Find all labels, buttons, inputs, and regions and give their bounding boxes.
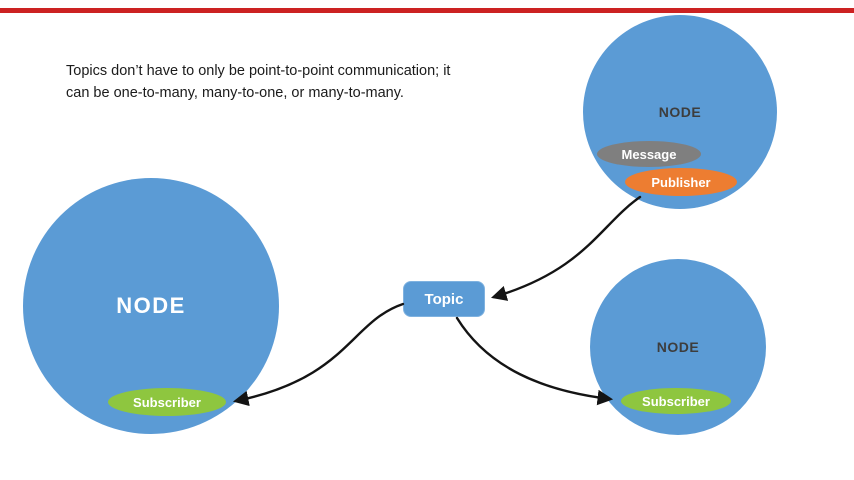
subscriber-label-right: Subscriber xyxy=(642,393,710,409)
caption-text: Topics don’t have to only be point-to-po… xyxy=(66,63,451,101)
publisher-pill: Publisher xyxy=(625,168,737,196)
subscriber-pill-left: Subscriber xyxy=(108,388,226,416)
topic-label: Topic xyxy=(424,290,464,308)
node-label-top-right: NODE xyxy=(658,104,702,120)
node-label-bottom-right: NODE xyxy=(656,339,700,355)
subscriber-label-left: Subscriber xyxy=(133,394,201,410)
publisher-label: Publisher xyxy=(651,174,711,190)
node-label-left: NODE xyxy=(116,293,186,318)
arrow-topic-to-right-subscriber xyxy=(455,316,614,406)
message-pill: Message xyxy=(597,141,701,167)
video-progress-bar xyxy=(0,8,854,13)
topic-box: Topic xyxy=(403,281,485,317)
subscriber-pill-right: Subscriber xyxy=(621,388,731,414)
message-label: Message xyxy=(621,146,677,162)
